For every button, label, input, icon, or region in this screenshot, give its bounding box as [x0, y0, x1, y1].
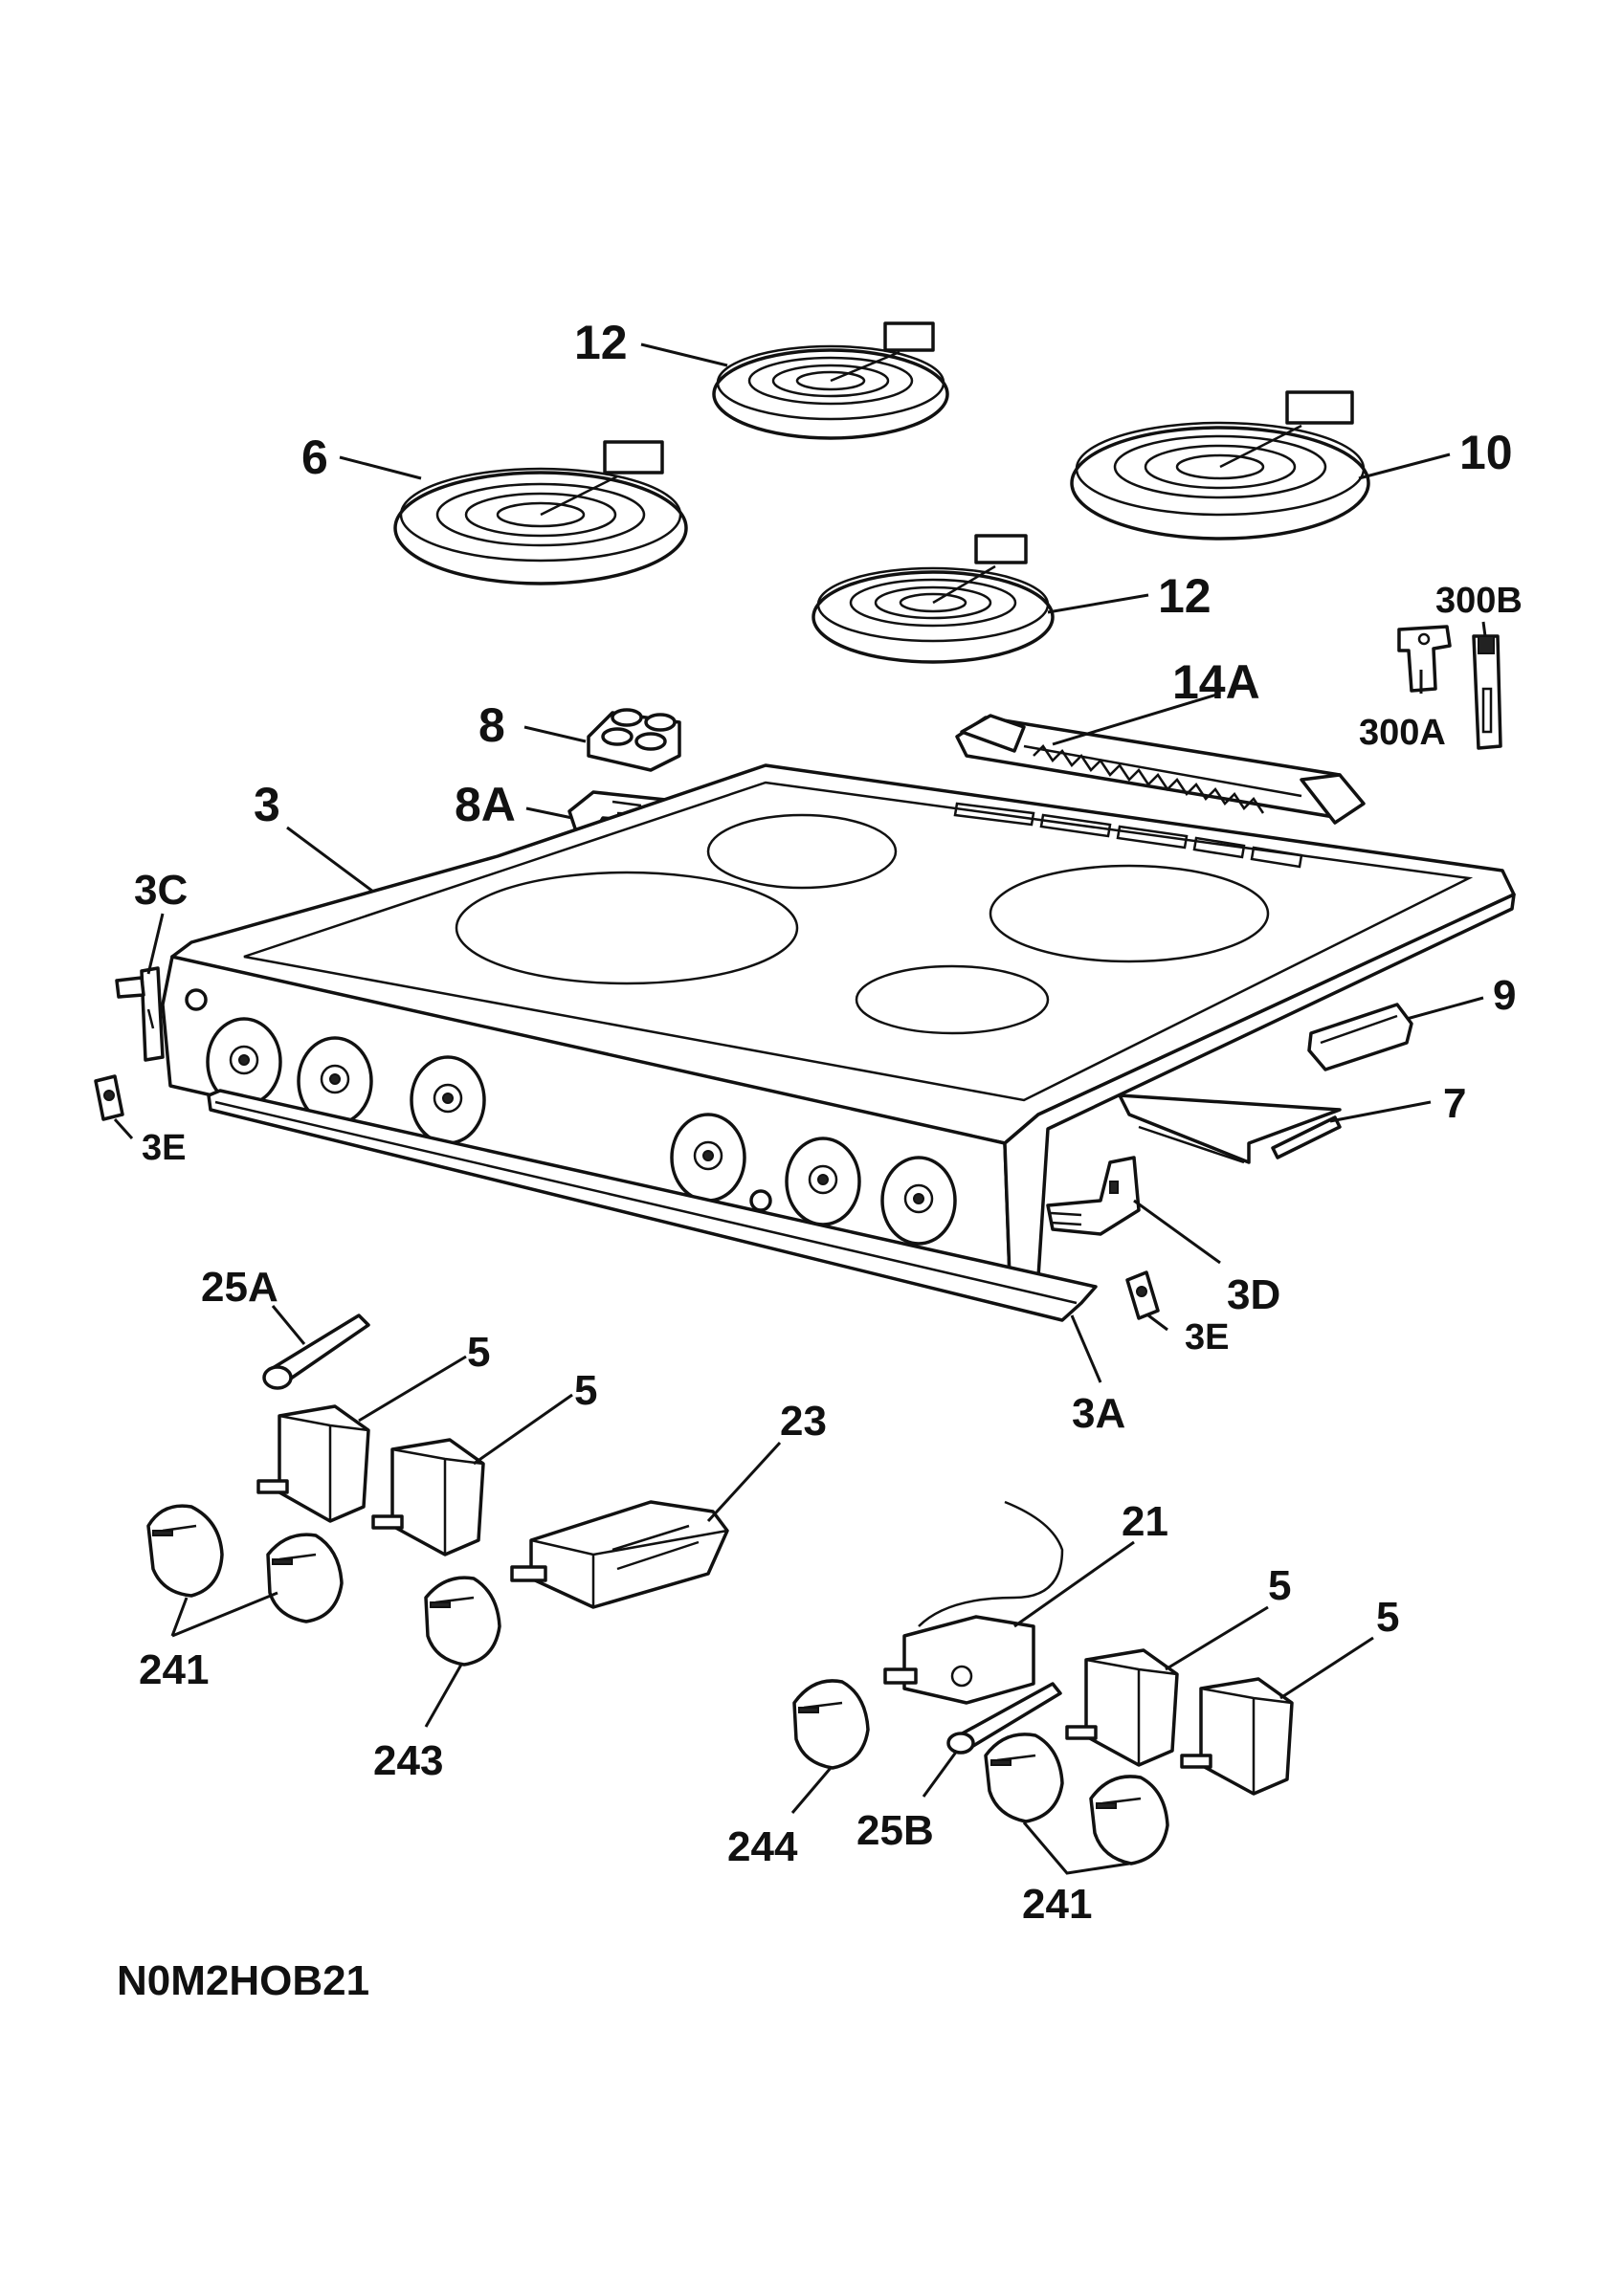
leader-lines	[113, 342, 1487, 1875]
label-243: 243	[373, 1737, 443, 1784]
label-3d: 3D	[1227, 1271, 1280, 1318]
drawing-code: N0M2HOB21	[117, 1957, 369, 2004]
label-12-top: 12	[574, 316, 628, 369]
hotplate-12-top	[712, 321, 949, 440]
label-3e-right: 3E	[1185, 1317, 1229, 1358]
clip-3e-left	[94, 1074, 124, 1121]
clip-3e-right	[1125, 1270, 1160, 1320]
label-241-left: 241	[139, 1646, 209, 1693]
label-14a: 14A	[1172, 655, 1260, 709]
energy-regulator-21	[883, 1500, 1064, 1705]
knob-244	[792, 1679, 870, 1770]
label-25b: 25B	[856, 1807, 934, 1854]
label-5-b: 5	[574, 1367, 597, 1414]
hotplate-12-front	[812, 534, 1055, 664]
label-21: 21	[1122, 1498, 1168, 1545]
label-3a: 3A	[1072, 1390, 1125, 1437]
label-241-right: 241	[1022, 1881, 1092, 1928]
energy-regulator-5a	[256, 1404, 370, 1523]
knob-241-a	[146, 1504, 224, 1598]
knob-socket-6	[880, 1156, 957, 1246]
label-3e-left: 3E	[142, 1128, 186, 1168]
label-6: 6	[301, 430, 328, 484]
knob-241-b	[266, 1533, 344, 1623]
knob-241-c	[984, 1733, 1064, 1823]
part-labels: 12 6 10 12 300B 14A 300A 8 3 8A 3C 9 3E …	[134, 316, 1523, 1928]
bracket-3c	[115, 966, 165, 1062]
knob-socket-3	[410, 1055, 486, 1145]
label-3: 3	[254, 778, 280, 831]
bracket-300a	[1397, 625, 1452, 693]
terminal-block-8	[587, 708, 681, 772]
label-5-a: 5	[467, 1329, 490, 1376]
label-25a: 25A	[201, 1264, 278, 1311]
bracket-7	[1118, 1093, 1342, 1164]
energy-regulator-5d	[1180, 1677, 1294, 1796]
bracket-9	[1307, 1003, 1413, 1071]
label-3c: 3C	[134, 867, 188, 914]
bracket-3d	[1046, 1156, 1141, 1236]
indicator-lamp-25a	[262, 1314, 370, 1390]
hotplate-6	[393, 440, 688, 585]
hotplate-10	[1070, 390, 1370, 541]
label-5-d: 5	[1376, 1594, 1399, 1641]
label-8a: 8A	[455, 778, 516, 831]
knob-socket-4	[670, 1113, 746, 1203]
label-5-c: 5	[1268, 1562, 1291, 1609]
energy-regulator-5c	[1065, 1648, 1179, 1767]
label-10: 10	[1459, 426, 1513, 479]
label-12-front: 12	[1158, 569, 1212, 623]
knob-socket-5	[785, 1137, 861, 1226]
energy-regulator-5b	[371, 1438, 485, 1556]
label-9: 9	[1493, 972, 1516, 1019]
knob-243	[424, 1576, 501, 1667]
indicator-lamp-25b	[946, 1682, 1062, 1755]
knob-241-d	[1089, 1775, 1169, 1866]
switch-23	[510, 1500, 729, 1609]
trim-strip-3a	[207, 1089, 1098, 1322]
label-244: 244	[727, 1823, 798, 1870]
label-8: 8	[478, 698, 505, 752]
label-23: 23	[780, 1398, 827, 1445]
label-300a: 300A	[1359, 713, 1446, 753]
strip-300b	[1472, 634, 1502, 750]
label-7: 7	[1443, 1080, 1466, 1127]
label-300b: 300B	[1435, 581, 1523, 621]
hob-top-3	[161, 763, 1516, 1279]
